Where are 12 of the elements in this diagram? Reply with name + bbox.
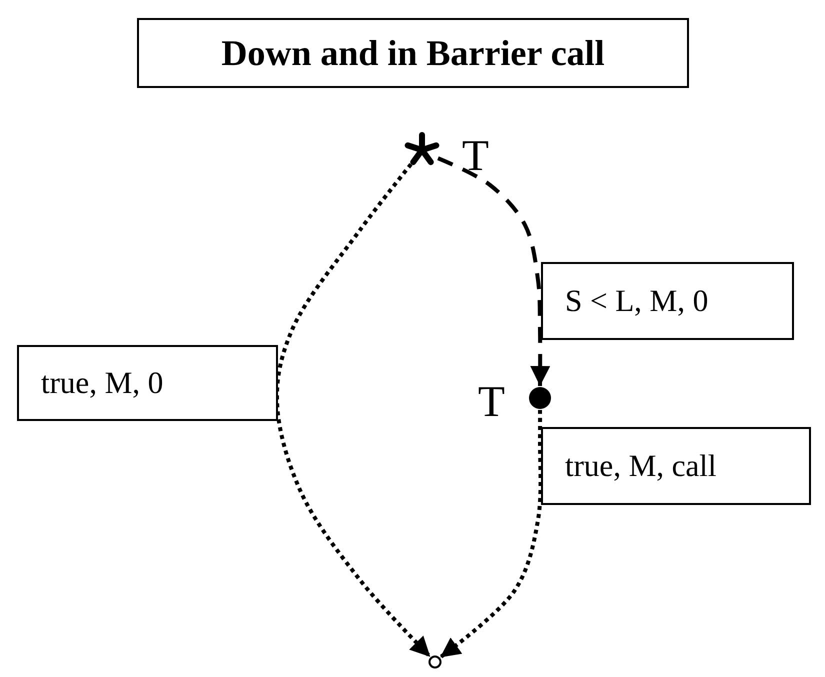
arrow <box>439 410 543 659</box>
edge-label: true, M, call <box>541 427 811 505</box>
arrow <box>275 162 432 658</box>
edge-label: S < L, M, 0 <box>541 262 794 340</box>
filled-dot <box>528 386 552 410</box>
state-label: T <box>478 380 505 424</box>
state-label: T <box>462 134 489 178</box>
edge-label: true, M, 0 <box>17 345 278 421</box>
start-star-marker <box>404 132 440 168</box>
title-box: Down and in Barrier call <box>137 18 689 88</box>
arrow <box>437 156 550 386</box>
hollow-circle <box>428 655 442 669</box>
